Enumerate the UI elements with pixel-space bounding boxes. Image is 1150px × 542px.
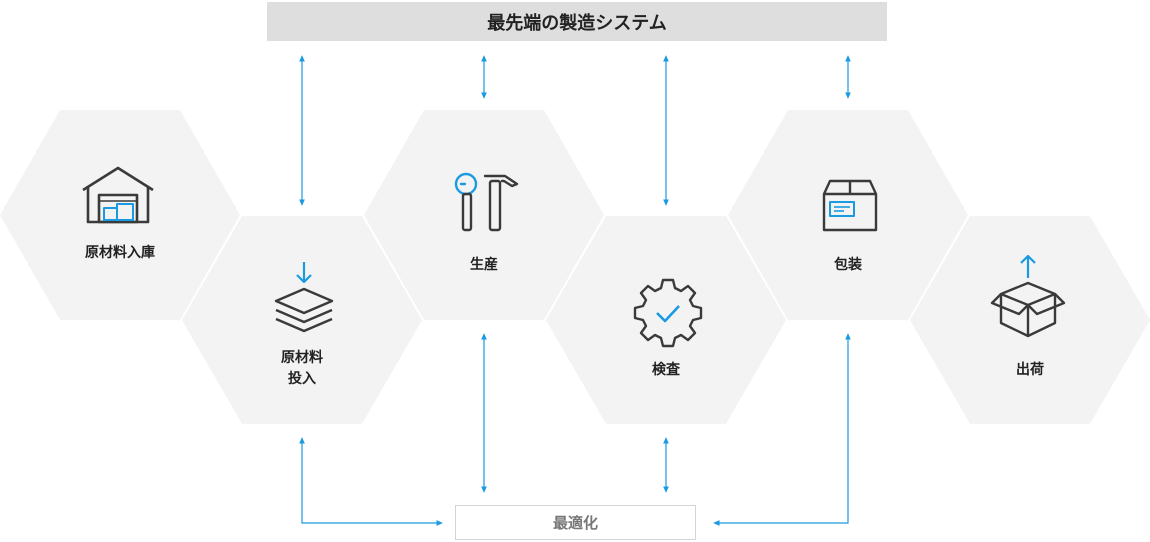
package-icon bbox=[822, 179, 878, 232]
step-label-3: 生産 bbox=[470, 256, 498, 273]
warehouse-icon bbox=[82, 166, 154, 224]
step-label-2: 原材料 bbox=[281, 349, 323, 366]
system-title: 最先端の製造システム bbox=[487, 12, 667, 34]
system-header: 最先端の製造システム bbox=[267, 2, 887, 41]
step-label-6: 出荷 bbox=[1016, 361, 1044, 378]
hex-step-6 bbox=[910, 216, 1150, 424]
step-label-1: 原材料入庫 bbox=[85, 244, 155, 261]
gear-check-icon bbox=[633, 278, 703, 348]
step-label-4: 検査 bbox=[652, 361, 681, 378]
layers-down-icon bbox=[274, 262, 334, 333]
hex-step-1 bbox=[0, 110, 240, 320]
step-label-2b: 投入 bbox=[288, 371, 316, 387]
arrow-bottom-4 bbox=[713, 333, 851, 526]
hex-step-3 bbox=[364, 110, 604, 320]
box-up-icon bbox=[990, 254, 1066, 338]
tools-icon bbox=[454, 172, 519, 232]
arrow-bottom-1 bbox=[299, 437, 443, 526]
optimization-label: 最適化 bbox=[552, 514, 598, 532]
optimization-box: 最適化 bbox=[455, 505, 696, 540]
step-label-5: 包装 bbox=[834, 256, 863, 273]
